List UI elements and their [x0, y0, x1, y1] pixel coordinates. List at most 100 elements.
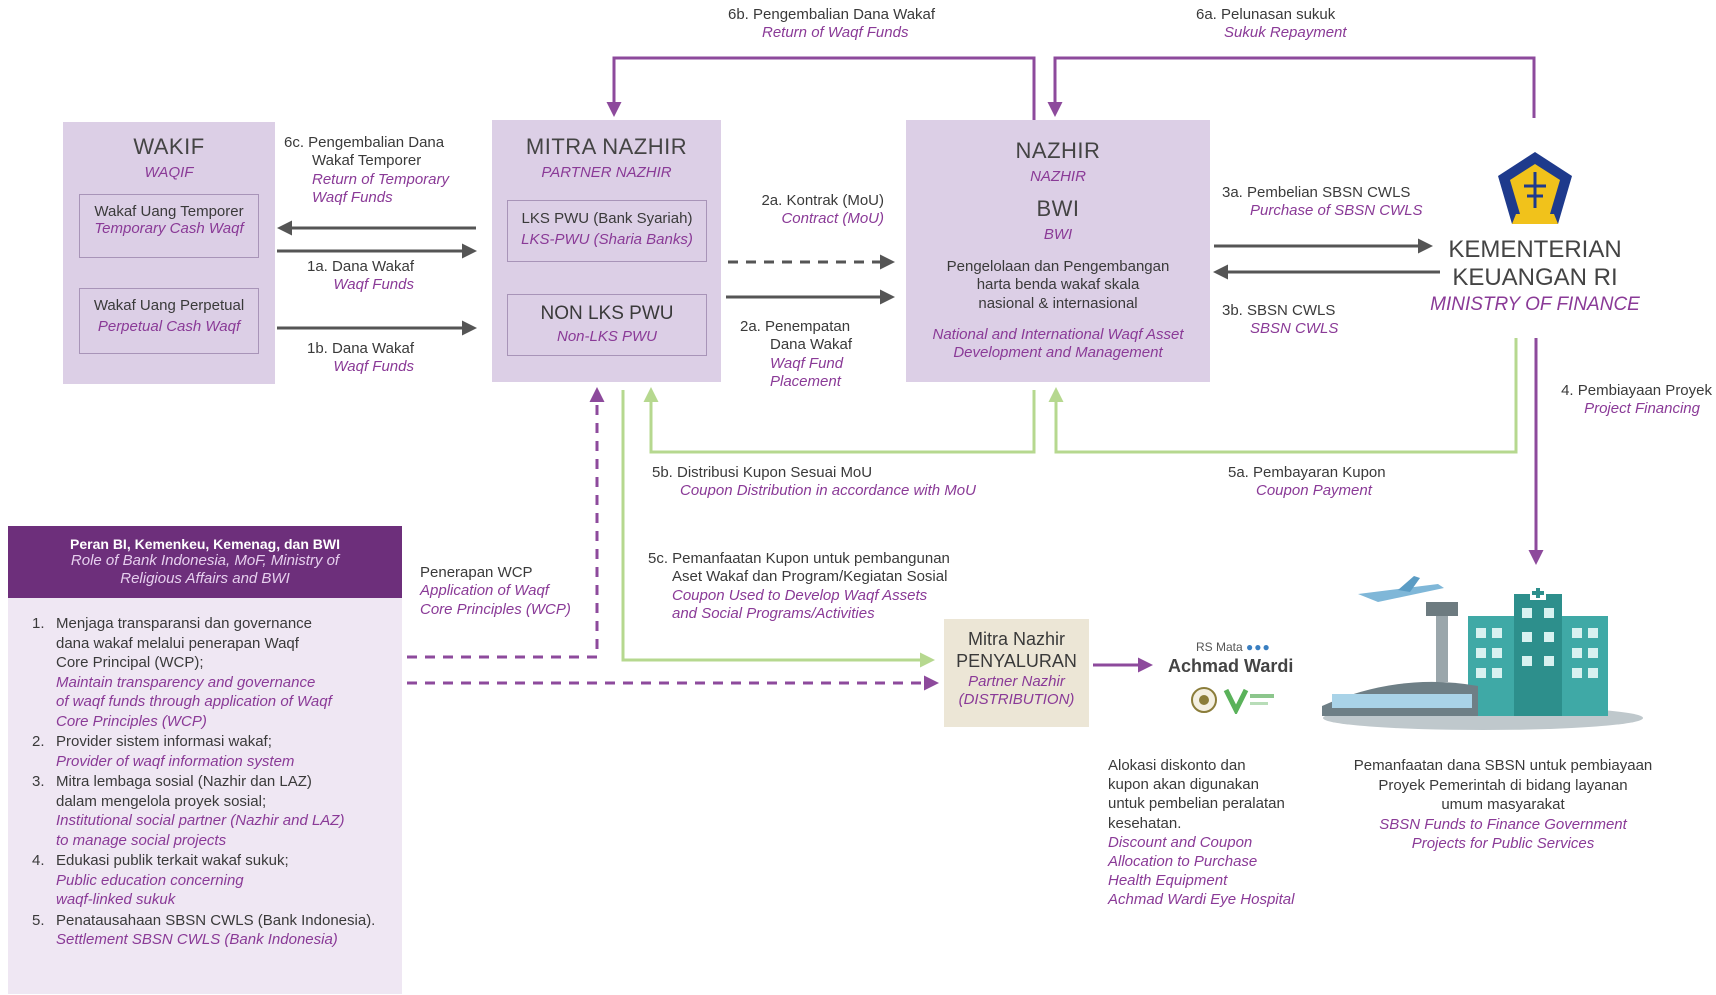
mitra-nazhir-box: MITRA NAZHIR PARTNER NAZHIR LKS PWU (Ban… — [492, 120, 721, 382]
allocation-line: kupon akan digunakan — [1108, 776, 1259, 794]
roles-title-en: Role of Bank Indonesia, MoF, Ministry of… — [8, 552, 402, 588]
nazhir-desc-line: nasional & internasional — [978, 294, 1138, 312]
non-lks-pwu-label: NON LKS PWU — [540, 303, 674, 324]
label-5b-id: 5b. Distribusi Kupon Sesuai MoU — [652, 464, 873, 481]
non-lks-pwu-box: NON LKS PWU Non-LKS PWU — [507, 294, 707, 356]
sbsn-use-line: umum masyarakat — [1441, 796, 1565, 813]
list-item-en-line: Provider of waqf information system — [56, 752, 295, 770]
nazhir-title: NAZHIR — [1015, 138, 1101, 163]
mitra-nazhir-title: MITRA NAZHIR — [525, 134, 688, 159]
label-1b-en: Waqf Funds — [333, 358, 414, 376]
partner-logo-icon — [1223, 688, 1274, 714]
list-item-en-line: Settlement SBSN CWLS (Bank Indonesia) — [56, 931, 338, 948]
label-1a: 1a. Dana Wakaf Waqf Funds — [290, 258, 414, 295]
list-item-line: dana wakaf melalui penerapan Waqf — [56, 634, 299, 652]
list-item-number: 5. — [32, 911, 45, 929]
label-1b-id: 1b. Dana Wakaf — [307, 340, 414, 357]
wakif-box: WAKIF WAQIF Wakaf Uang Temporer Temporar… — [63, 122, 275, 384]
label-wcp: Penerapan WCP Application of Waqf Core P… — [420, 564, 571, 619]
list-item-number: 2. — [32, 733, 45, 750]
hospital-dots: ●●● — [1246, 640, 1271, 654]
lks-pwu-box: LKS PWU (Bank Syariah) LKS-PWU (Sharia B… — [507, 200, 707, 262]
label-6c: 6c. Pengembalian Dana Wakaf Temporer Ret… — [284, 134, 449, 207]
nazhir-subtitle: NAZHIR — [1030, 168, 1086, 185]
label-5c-line: Aset Wakaf dan Program/Kegiatan Sosial — [672, 568, 948, 586]
label-wcp-en-line: Application of Waqf — [420, 582, 549, 600]
list-item-en-line: to manage social projects — [56, 831, 227, 849]
list-item: 5. Penatausahaan SBSN CWLS (Bank Indones… — [26, 911, 406, 950]
label-3b: 3b. SBSN CWLS SBSN CWLS — [1222, 302, 1338, 339]
infrastructure-illustration-icon — [1322, 576, 1643, 730]
label-5c-en-line: and Social Programs/Activities — [672, 604, 875, 622]
hospital-small-label: RS Mata — [1196, 640, 1243, 654]
allocation-en-line: Allocation to Purchase — [1108, 852, 1258, 870]
label-6a-id: 6a. Pelunasan sukuk — [1196, 6, 1336, 23]
wakif-subtitle: WAQIF — [144, 164, 194, 181]
bwi-subtitle: BWI — [1043, 226, 1073, 243]
arrow-5c-coupon-use — [621, 390, 935, 668]
label-2a-contract-id: 2a. Kontrak (MoU) — [761, 192, 884, 209]
distribution-line: Mitra Nazhir — [967, 629, 1065, 649]
sbsn-use-line: Proyek Pemerintah di bidang layanan — [1378, 776, 1628, 794]
list-item: 4. Edukasi publik terkait wakaf sukuk; P… — [26, 851, 406, 910]
allocation-note: Alokasi diskonto dan kupon akan digunaka… — [1108, 756, 1294, 910]
list-item-line: Edukasi publik terkait wakaf sukuk; — [56, 852, 289, 869]
ministry-name: KEMENTERIAN KEUANGAN RI — [1400, 236, 1670, 291]
perpetual-cash-waqf-box: Wakaf Uang Perpetual Perpetual Cash Waqf — [79, 288, 259, 354]
list-item-en-line: waqf-linked sukuk — [56, 891, 176, 908]
label-2a-placement-en-line: Placement — [770, 372, 841, 390]
mitra-nazhir-subtitle: PARTNER NAZHIR — [541, 164, 672, 181]
label-5b-en: Coupon Distribution in accordance with M… — [680, 482, 976, 500]
hospital-name: Achmad Wardi — [1168, 656, 1294, 676]
label-2a-placement-line: 2a. Penempatan — [740, 318, 851, 335]
allocation-line: kesehatan. — [1108, 814, 1182, 832]
lks-pwu-label: LKS PWU (Bank Syariah) — [521, 210, 693, 227]
label-2a-placement: 2a. Penempatan Dana Wakaf Waqf Fund Plac… — [740, 318, 852, 391]
label-5c-line: 5c. Pemanfaatan Kupon untuk pembangunan — [648, 550, 950, 567]
distribution-line: PENYALURAN — [956, 650, 1077, 671]
label-wcp-id: Penerapan WCP — [420, 564, 533, 581]
allocation-en-line: Discount and Coupon — [1108, 833, 1253, 851]
arrow-5a-coupon-payment — [1048, 338, 1518, 454]
nazhir-description: Pengelolaan dan Pengembangan harta benda… — [906, 258, 1210, 313]
label-2a-placement-line: Dana Wakaf — [770, 336, 852, 354]
label-4-id: 4. Pembiayaan Proyek — [1561, 382, 1712, 399]
label-5c-en-line: Coupon Used to Develop Waqf Assets — [672, 586, 928, 604]
perpetual-cash-waqf-label: Wakaf Uang Perpetual — [93, 297, 245, 314]
nazhir-desc-line: harta benda wakaf skala — [976, 276, 1140, 294]
label-3b-id: 3b. SBSN CWLS — [1222, 302, 1336, 319]
list-item-en-line: Core Principles (WCP) — [56, 712, 207, 730]
hospital-logo: RS Mata ●●● Achmad Wardi — [1160, 638, 1310, 728]
sbsn-use-en-line: SBSN Funds to Finance Government — [1379, 815, 1627, 833]
wakif-title: WAKIF — [133, 134, 205, 159]
label-1a-id: 1a. Dana Wakaf — [307, 258, 414, 275]
nazhir-desc-line: Pengelolaan dan Pengembangan — [946, 258, 1170, 275]
label-6a: 6a. Pelunasan sukuk Sukuk Repayment — [1196, 6, 1347, 43]
nazhir-description-en: National and International Waqf Asset De… — [906, 326, 1210, 363]
nazhir-bwi-box: NAZHIR NAZHIR BWI BWI Pengelolaan dan Pe… — [906, 120, 1210, 382]
label-6c-en-line: Return of Temporary — [312, 170, 450, 188]
temporary-cash-waqf-label: Wakaf Uang Temporer — [94, 203, 244, 220]
list-item-line: Mitra lembaga sosial (Nazhir dan LAZ) — [56, 773, 312, 790]
roles-list: 1. Menjaga transparansi dan governance d… — [26, 614, 406, 951]
roles-title-en-line: Role of Bank Indonesia, MoF, Ministry of — [70, 552, 340, 569]
lks-pwu-label-en: LKS-PWU (Sharia Banks) — [521, 231, 693, 248]
list-item-en-line: Maintain transparency and governance — [56, 673, 316, 691]
label-6a-en: Sukuk Repayment — [1224, 24, 1347, 42]
sbsn-use-en-line: Projects for Public Services — [1411, 835, 1595, 852]
label-4: 4. Pembiayaan Proyek Project Financing — [1536, 382, 1712, 419]
label-3a-id: 3a. Pembelian SBSN CWLS — [1222, 184, 1411, 201]
nazhir-desc-en-line: Development and Management — [953, 344, 1163, 362]
list-item-line: Menjaga transparansi dan governance — [56, 615, 313, 632]
ministry-logo-icon — [1498, 152, 1572, 224]
list-item-number: 4. — [32, 852, 45, 869]
list-item-en-line: Public education concerning — [56, 871, 244, 889]
list-item-line: Penatausahaan SBSN CWLS (Bank Indonesia)… — [56, 911, 376, 929]
label-1b: 1b. Dana Wakaf Waqf Funds — [290, 340, 414, 377]
label-3b-en: SBSN CWLS — [1250, 320, 1339, 338]
label-3a-en: Purchase of SBSN CWLS — [1250, 202, 1423, 220]
ministry-name-line-1: KEMENTERIAN — [1448, 236, 1622, 263]
hospital-logo-small: RS Mata ●●● — [1196, 640, 1271, 655]
roles-title-en-line: Religious Affairs and BWI — [120, 570, 290, 587]
